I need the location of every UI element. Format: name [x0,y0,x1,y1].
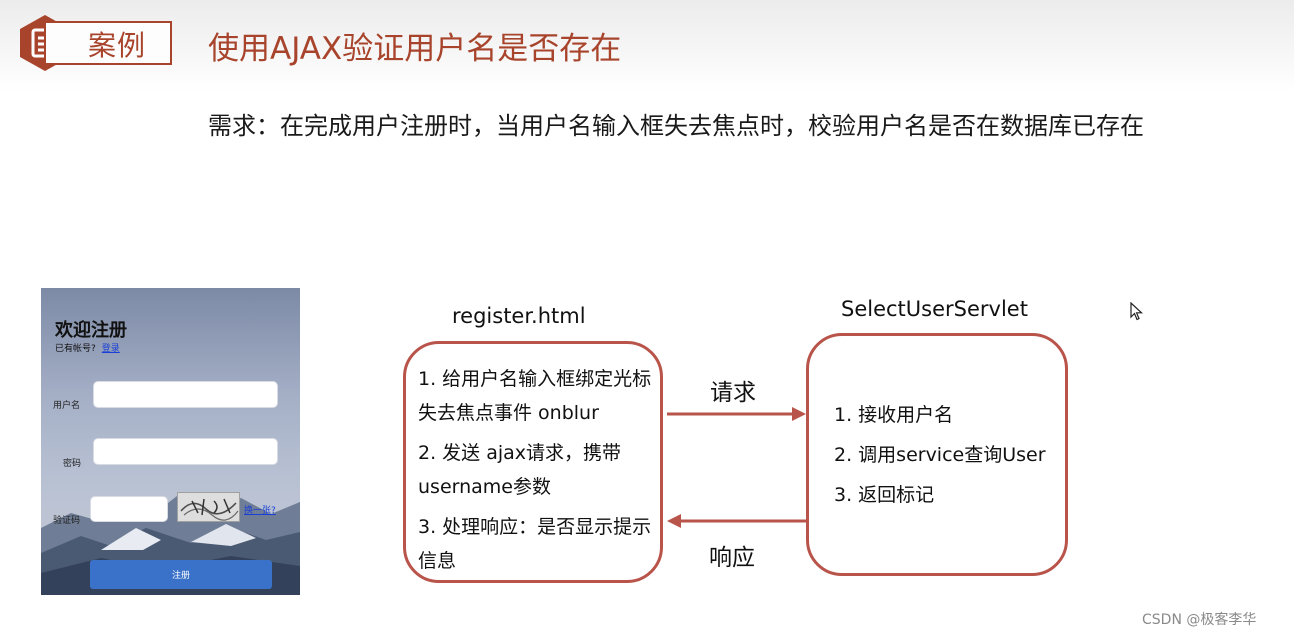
response-arrow [667,514,806,528]
client-step: 2. 发送 ajax请求，携带 [418,442,622,464]
server-box: 1. 接收用户名 2. 调用service查询User 3. 返回标记 [806,333,1068,576]
register-button[interactable]: 注册 [90,560,272,589]
client-step: 3. 处理响应：是否显示提示 [418,516,652,538]
captcha-input[interactable] [90,496,168,522]
password-input[interactable] [93,438,278,465]
has-account-text: 已有帐号? [55,344,96,354]
password-label: 密码 [63,459,82,469]
username-input[interactable] [93,381,278,408]
client-step: 1. 给用户名输入框绑定光标 [418,368,652,390]
server-step: 1. 接收用户名 [834,404,954,426]
captcha-label: 验证码 [53,516,81,526]
client-step: username参数 [418,476,551,498]
form-title: 欢迎注册 [55,320,127,341]
mouse-cursor-icon [1130,302,1144,321]
server-step: 3. 返回标记 [834,484,935,506]
client-step: 信息 [418,550,457,572]
badge-label: 案例 [88,29,147,62]
requirement-text: 需求：在完成用户注册时，当用户名输入框失去焦点时，校验用户名是否在数据库已存在 [208,112,1144,140]
login-link[interactable]: 登录 [101,344,120,354]
server-step: 2. 调用service查询User [834,444,1046,466]
register-form-screenshot: 欢迎注册 已有帐号? 登录 用户名 密码 验证码 换一张? 注册 [41,288,300,595]
response-label: 响应 [709,545,755,571]
badge-frame [44,21,172,65]
request-label: 请求 [710,380,756,406]
header-band [0,0,1294,92]
username-label: 用户名 [53,401,81,411]
page-title: 使用AJAX验证用户名是否存在 [208,31,622,67]
client-name: register.html [452,304,586,328]
request-arrow [667,407,806,421]
captcha-refresh-link[interactable]: 换一张? [244,506,276,516]
captcha-noise-icon [180,498,239,521]
form-subtitle: 已有帐号? 登录 [55,341,120,354]
watermark: CSDN @极客李华 [1142,612,1257,628]
server-name: SelectUserServlet [841,297,1028,321]
captcha-image[interactable] [177,492,240,522]
client-step: 失去焦点事件 onblur [418,402,599,424]
client-box: 1. 给用户名输入框绑定光标 失去焦点事件 onblur 2. 发送 ajax请… [403,341,663,583]
